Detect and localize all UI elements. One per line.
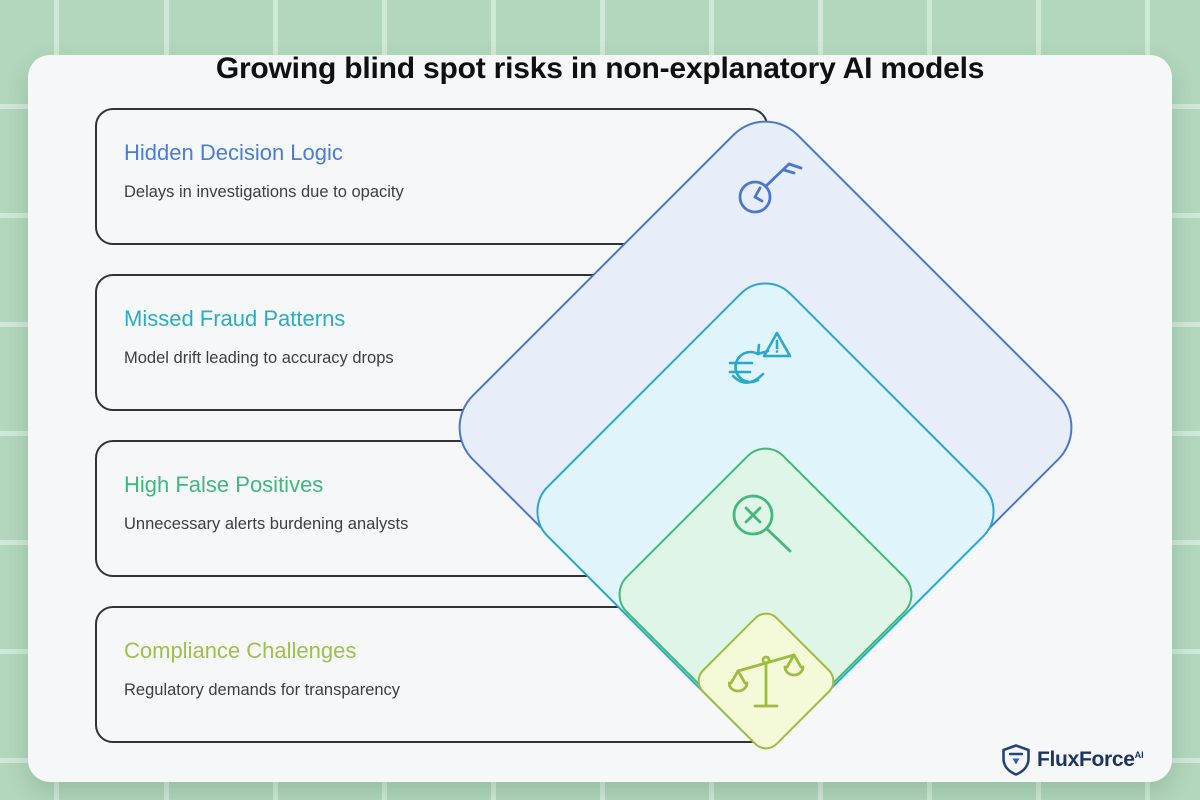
risk-card-title: Compliance Challenges — [124, 638, 357, 663]
risk-card-high-false-positives: High False Positives Unnecessary alerts … — [95, 440, 768, 577]
shield-icon — [1002, 744, 1030, 776]
risk-card-description: Unnecessary alerts burdening analysts — [124, 515, 409, 533]
risk-card-title: High False Positives — [124, 472, 324, 497]
brand-logo: FluxForceAI — [1002, 744, 1144, 776]
brand-name: FluxForceAI — [1037, 748, 1144, 772]
scales-icon — [728, 653, 805, 708]
risk-card-compliance-challenges: Compliance Challenges Regulatory demands… — [95, 606, 768, 743]
risk-card-description: Regulatory demands for transparency — [124, 681, 401, 699]
risk-card-description: Delays in investigations due to opacity — [124, 183, 404, 201]
shield-arrow — [1012, 758, 1020, 765]
risk-card-missed-fraud-patterns: Missed Fraud Patterns Model drift leadin… — [95, 274, 768, 411]
brand-name-text: FluxForce — [1037, 748, 1135, 771]
page-title: Growing blind spot risks in non-explanat… — [215, 52, 985, 85]
search-x-icon — [732, 494, 792, 553]
risk-card-title: Hidden Decision Logic — [124, 140, 343, 165]
risk-card-description: Model drift leading to accuracy drops — [124, 349, 394, 367]
clock-key-icon — [738, 162, 803, 214]
risk-card-title: Missed Fraud Patterns — [124, 306, 346, 331]
brand-suffix: AI — [1134, 750, 1144, 760]
risk-card-hidden-decision-logic: Hidden Decision Logic Delays in investig… — [95, 108, 768, 245]
euro-alert-icon — [728, 331, 792, 384]
